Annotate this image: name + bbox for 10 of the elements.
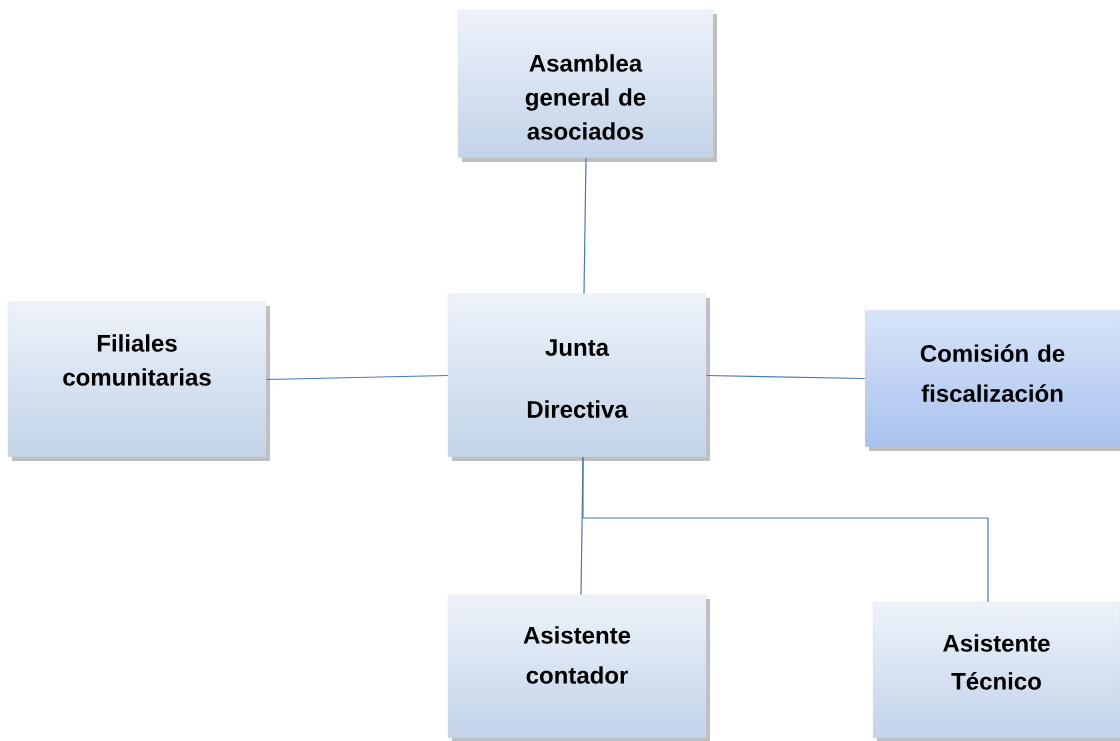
connector-line xyxy=(583,157,587,295)
connector-line xyxy=(582,456,989,603)
connector-line xyxy=(265,374,449,381)
connector-line xyxy=(705,374,866,380)
org-box: Junta Directiva xyxy=(447,293,710,461)
org-box: Asistente Técnico xyxy=(872,601,1120,741)
org-box: Asamblea general de asociados xyxy=(457,9,717,162)
org-box: Filiales comunitarias xyxy=(7,301,270,461)
org-box: Asistente contador xyxy=(447,594,710,741)
org-box: Comisión de fiscalización xyxy=(864,309,1120,451)
